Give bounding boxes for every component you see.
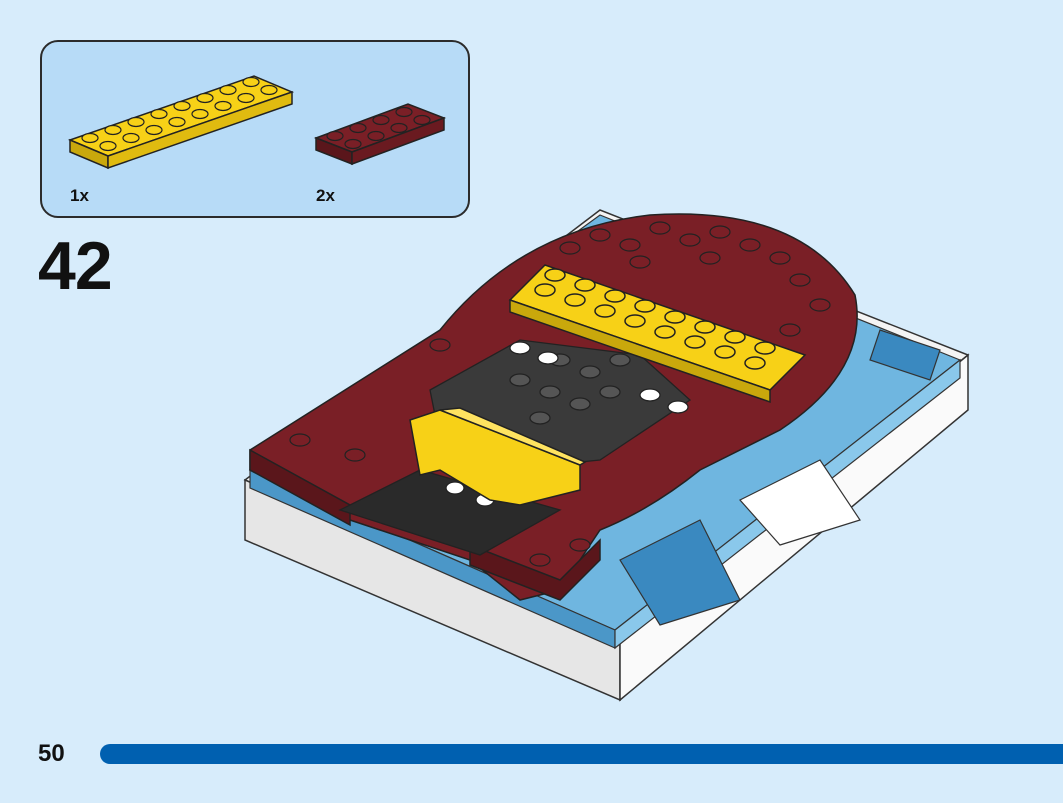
dark-red-studs bbox=[289, 221, 831, 567]
progress-bar bbox=[100, 744, 1063, 764]
part-quantity: 2x bbox=[316, 186, 335, 205]
step-number: 42 bbox=[38, 228, 113, 304]
yellow-wedge bbox=[409, 407, 587, 506]
yellow-plate-2x8 bbox=[67, 75, 295, 170]
yellow-plate-placed bbox=[508, 264, 807, 404]
page-number: 50 bbox=[38, 740, 65, 767]
dark-red-plate-2x4 bbox=[313, 103, 447, 166]
parts-illustration bbox=[67, 75, 447, 170]
parts-callout: 1x 2x bbox=[40, 40, 470, 218]
part-quantity: 1x bbox=[70, 186, 89, 205]
